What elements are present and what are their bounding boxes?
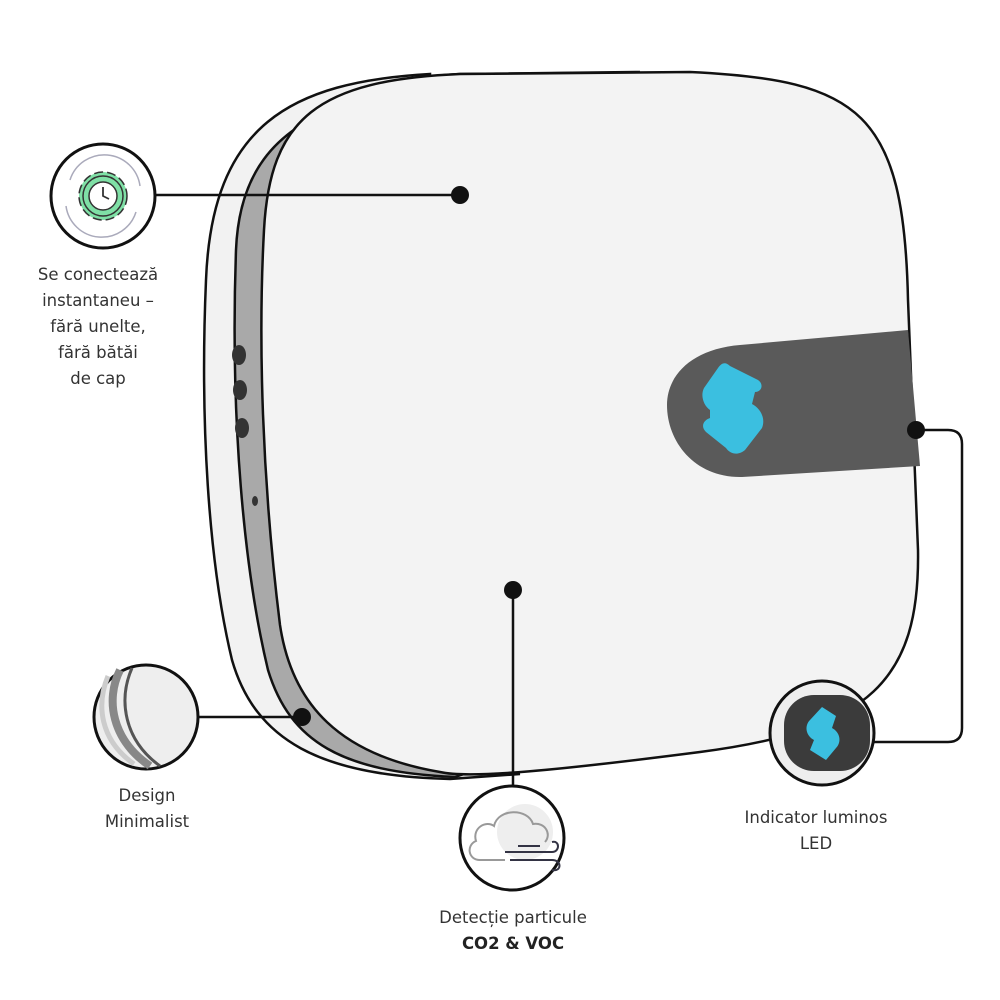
callout-dot <box>504 581 522 599</box>
label-line: instantaneu – <box>42 291 154 310</box>
label-line: fără unelte, <box>50 317 146 336</box>
label-line: LED <box>799 834 833 853</box>
brand-logo-icon <box>702 363 764 454</box>
label-line: fără bătăi <box>58 343 138 362</box>
led-logo-icon <box>768 679 876 787</box>
label-line: Minimalist <box>104 812 190 831</box>
label-bold-line: CO2 & VOC <box>461 934 565 953</box>
device-front-face <box>260 70 920 776</box>
callout-label-sensor: Detecție particule CO2 & VOC <box>439 905 587 957</box>
label-line: Detecție particule <box>439 908 587 927</box>
side-button <box>235 418 249 438</box>
side-button <box>233 380 247 400</box>
side-button <box>232 345 246 365</box>
gear-clock-icon <box>49 142 157 250</box>
label-line: Indicator luminos <box>744 808 888 827</box>
label-line: de cap <box>70 369 126 388</box>
label-line: Se conectează <box>37 265 159 284</box>
callout-dot <box>907 421 925 439</box>
callout-line-led <box>874 428 964 744</box>
callout-dot <box>293 708 311 726</box>
label-line: Design <box>118 786 176 805</box>
cloud-wind-icon <box>458 784 566 892</box>
callout-label-connect: Se conectează instantaneu – fără unelte,… <box>38 262 158 392</box>
callout-dot <box>451 186 469 204</box>
device-edge-closeup-icon <box>92 663 200 771</box>
side-port <box>252 496 258 506</box>
callout-label-design: Design Minimalist <box>105 783 189 835</box>
callout-label-led: Indicator luminos LED <box>744 805 887 857</box>
